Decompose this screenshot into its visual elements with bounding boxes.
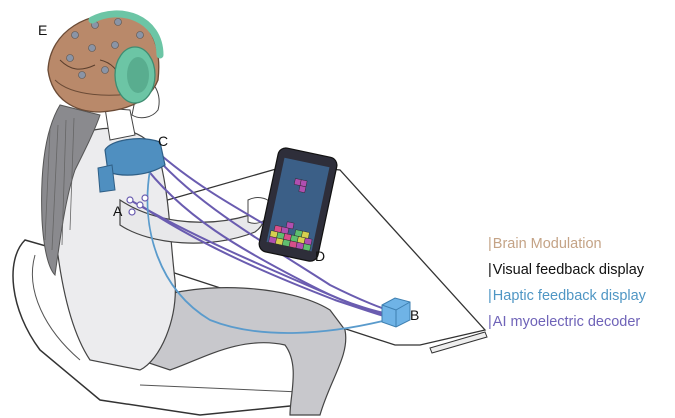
legend-label: AI myoelectric decoder <box>492 314 641 330</box>
seated-person <box>41 74 347 416</box>
label-d: D <box>315 248 326 264</box>
legend-label: Brain Modulation <box>492 236 602 252</box>
label-a: A <box>113 203 123 219</box>
decoder-box <box>381 297 411 328</box>
decoder-wires <box>129 149 399 321</box>
legend-label: Visual feedback display <box>492 262 645 278</box>
haptic-wire <box>146 169 396 334</box>
label-b: B <box>410 307 420 323</box>
label-e: E <box>38 22 48 38</box>
label-c: C <box>158 133 169 149</box>
legend-item-brain-modulation: |Brain Modulation <box>488 236 602 252</box>
haptic-device <box>97 138 166 193</box>
tablet-tetris-icon <box>258 147 338 262</box>
legend-item-haptic-feedback: |Haptic feedback display <box>488 288 646 304</box>
legend-item-ai-decoder: |AI myoelectric decoder <box>488 314 641 330</box>
legend-label: Haptic feedback display <box>492 288 646 304</box>
headphones <box>88 10 164 104</box>
emg-electrodes <box>126 194 149 216</box>
legend-item-visual-feedback: |Visual feedback display <box>488 262 645 278</box>
